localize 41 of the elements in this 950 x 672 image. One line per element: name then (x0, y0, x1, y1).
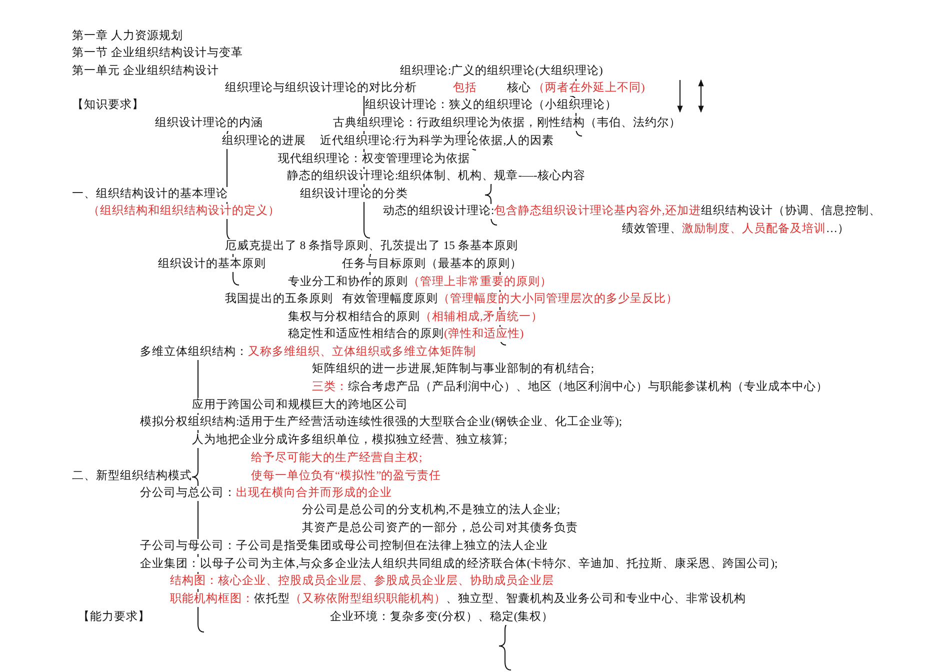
note-text: 包含静态组织设计理论基内容外,还加进 (494, 204, 701, 219)
note-text: 又称多维组织、立体组织或多维立体矩阵制 (248, 345, 476, 360)
outline-text: 二、新型组织结构模式 (72, 469, 192, 484)
outline-text: 我国提出的五条原则 (225, 292, 333, 307)
outline-text: 子公司与母公司：子公司是指受集团或母公司控制但在法律上独立的法人企业 (140, 539, 548, 554)
outline-text: 第一章 人力资源规划 (72, 29, 183, 44)
outline-text: 组织设计理论的分类 (300, 187, 408, 202)
outline-text: 组织理论的进展 (222, 134, 306, 149)
note-text: 给予尽可能大的生产经营自主权; (251, 451, 422, 466)
outline-text: 有效管理幅度原则 (342, 292, 438, 307)
note-text: 包括 (453, 81, 477, 96)
outline-text: 集权与分权相结合的原则 (288, 310, 420, 325)
outline-text: 企业集团：以母子公司为主体,与众多企业法人组织共同组成的经济联合体(卡特尔、辛迪加、托拉斯、康采恩、跨国公司); (140, 557, 778, 572)
outline-text: 组织理论:广义的组织理论(大组织理论) (400, 64, 603, 79)
outline-text: 分公司是总公司的分支机构,不是独立的法人企业; (302, 503, 560, 518)
outline-text: 厄威克提出了 8 条指导原则、孔茨提出了 15 条基本原则 (225, 239, 518, 254)
outline-text: 第一节 企业组织结构设计与变革 (72, 46, 243, 61)
outline-text: 组织理论与组织设计理论的对比分析 (225, 81, 417, 96)
outline-text: 、独立型、智囊机构及业务公司和专业中心、非常设机构 (446, 592, 746, 607)
outline-text: 现代组织理论：权变管理理论为依据 (278, 152, 470, 167)
note-text: 出现在横向合并而形成的企业 (236, 486, 392, 501)
note-text: 激励制度、人员配备及培训 (682, 222, 826, 237)
outline-text: 动态的组织设计理论: (383, 204, 494, 219)
outline-text: 静态的组织设计理论:组织体制、机构、规章-—-核心内容 (287, 169, 586, 184)
outline-text: 其资产是总公司资产的一部分，总公司对其债务负责 (302, 521, 578, 536)
outline-text: 依托型 (254, 592, 290, 607)
outline-text: 组织设计的基本原则 (158, 257, 266, 272)
note-text: (弹性和适应性) (444, 327, 524, 342)
outline-text: 模拟分权组织结构:适用于生产经营活动连续性很强的大型联合企业(钢铁企业、化工企业等); (140, 415, 622, 430)
outline-text: 近代组织理论:行为科学为理论依据,人的因素 (320, 134, 554, 149)
outline-text: 一、组织结构设计的基本理论 (72, 187, 228, 202)
note-text: 使每一单位负有“模拟性”的盈亏责任 (251, 469, 442, 484)
outline-text: 第一单元 企业组织结构设计 (72, 64, 219, 79)
outline-text: 专业分工和协作的原则 (288, 275, 408, 290)
outline-text: 人为地把企业分成许多组织单位，模拟独立经营、独立核算; (192, 433, 508, 448)
outline-text: 稳定性和适应性相结合的原则 (288, 327, 444, 342)
outline-text: 矩阵组织的进一步进展,矩阵制与事业部制的有机结合; (312, 362, 594, 377)
outline-text: 组织设计理论的内涵 (155, 116, 263, 131)
outline-text: 应用于跨国公司和规模巨大的跨地区公司 (192, 398, 408, 413)
outline-text: 核心 (507, 81, 531, 96)
note-text: 结构图：核心企业、控股成员企业层、参股成员企业层、协助成员企业层 (170, 574, 554, 589)
